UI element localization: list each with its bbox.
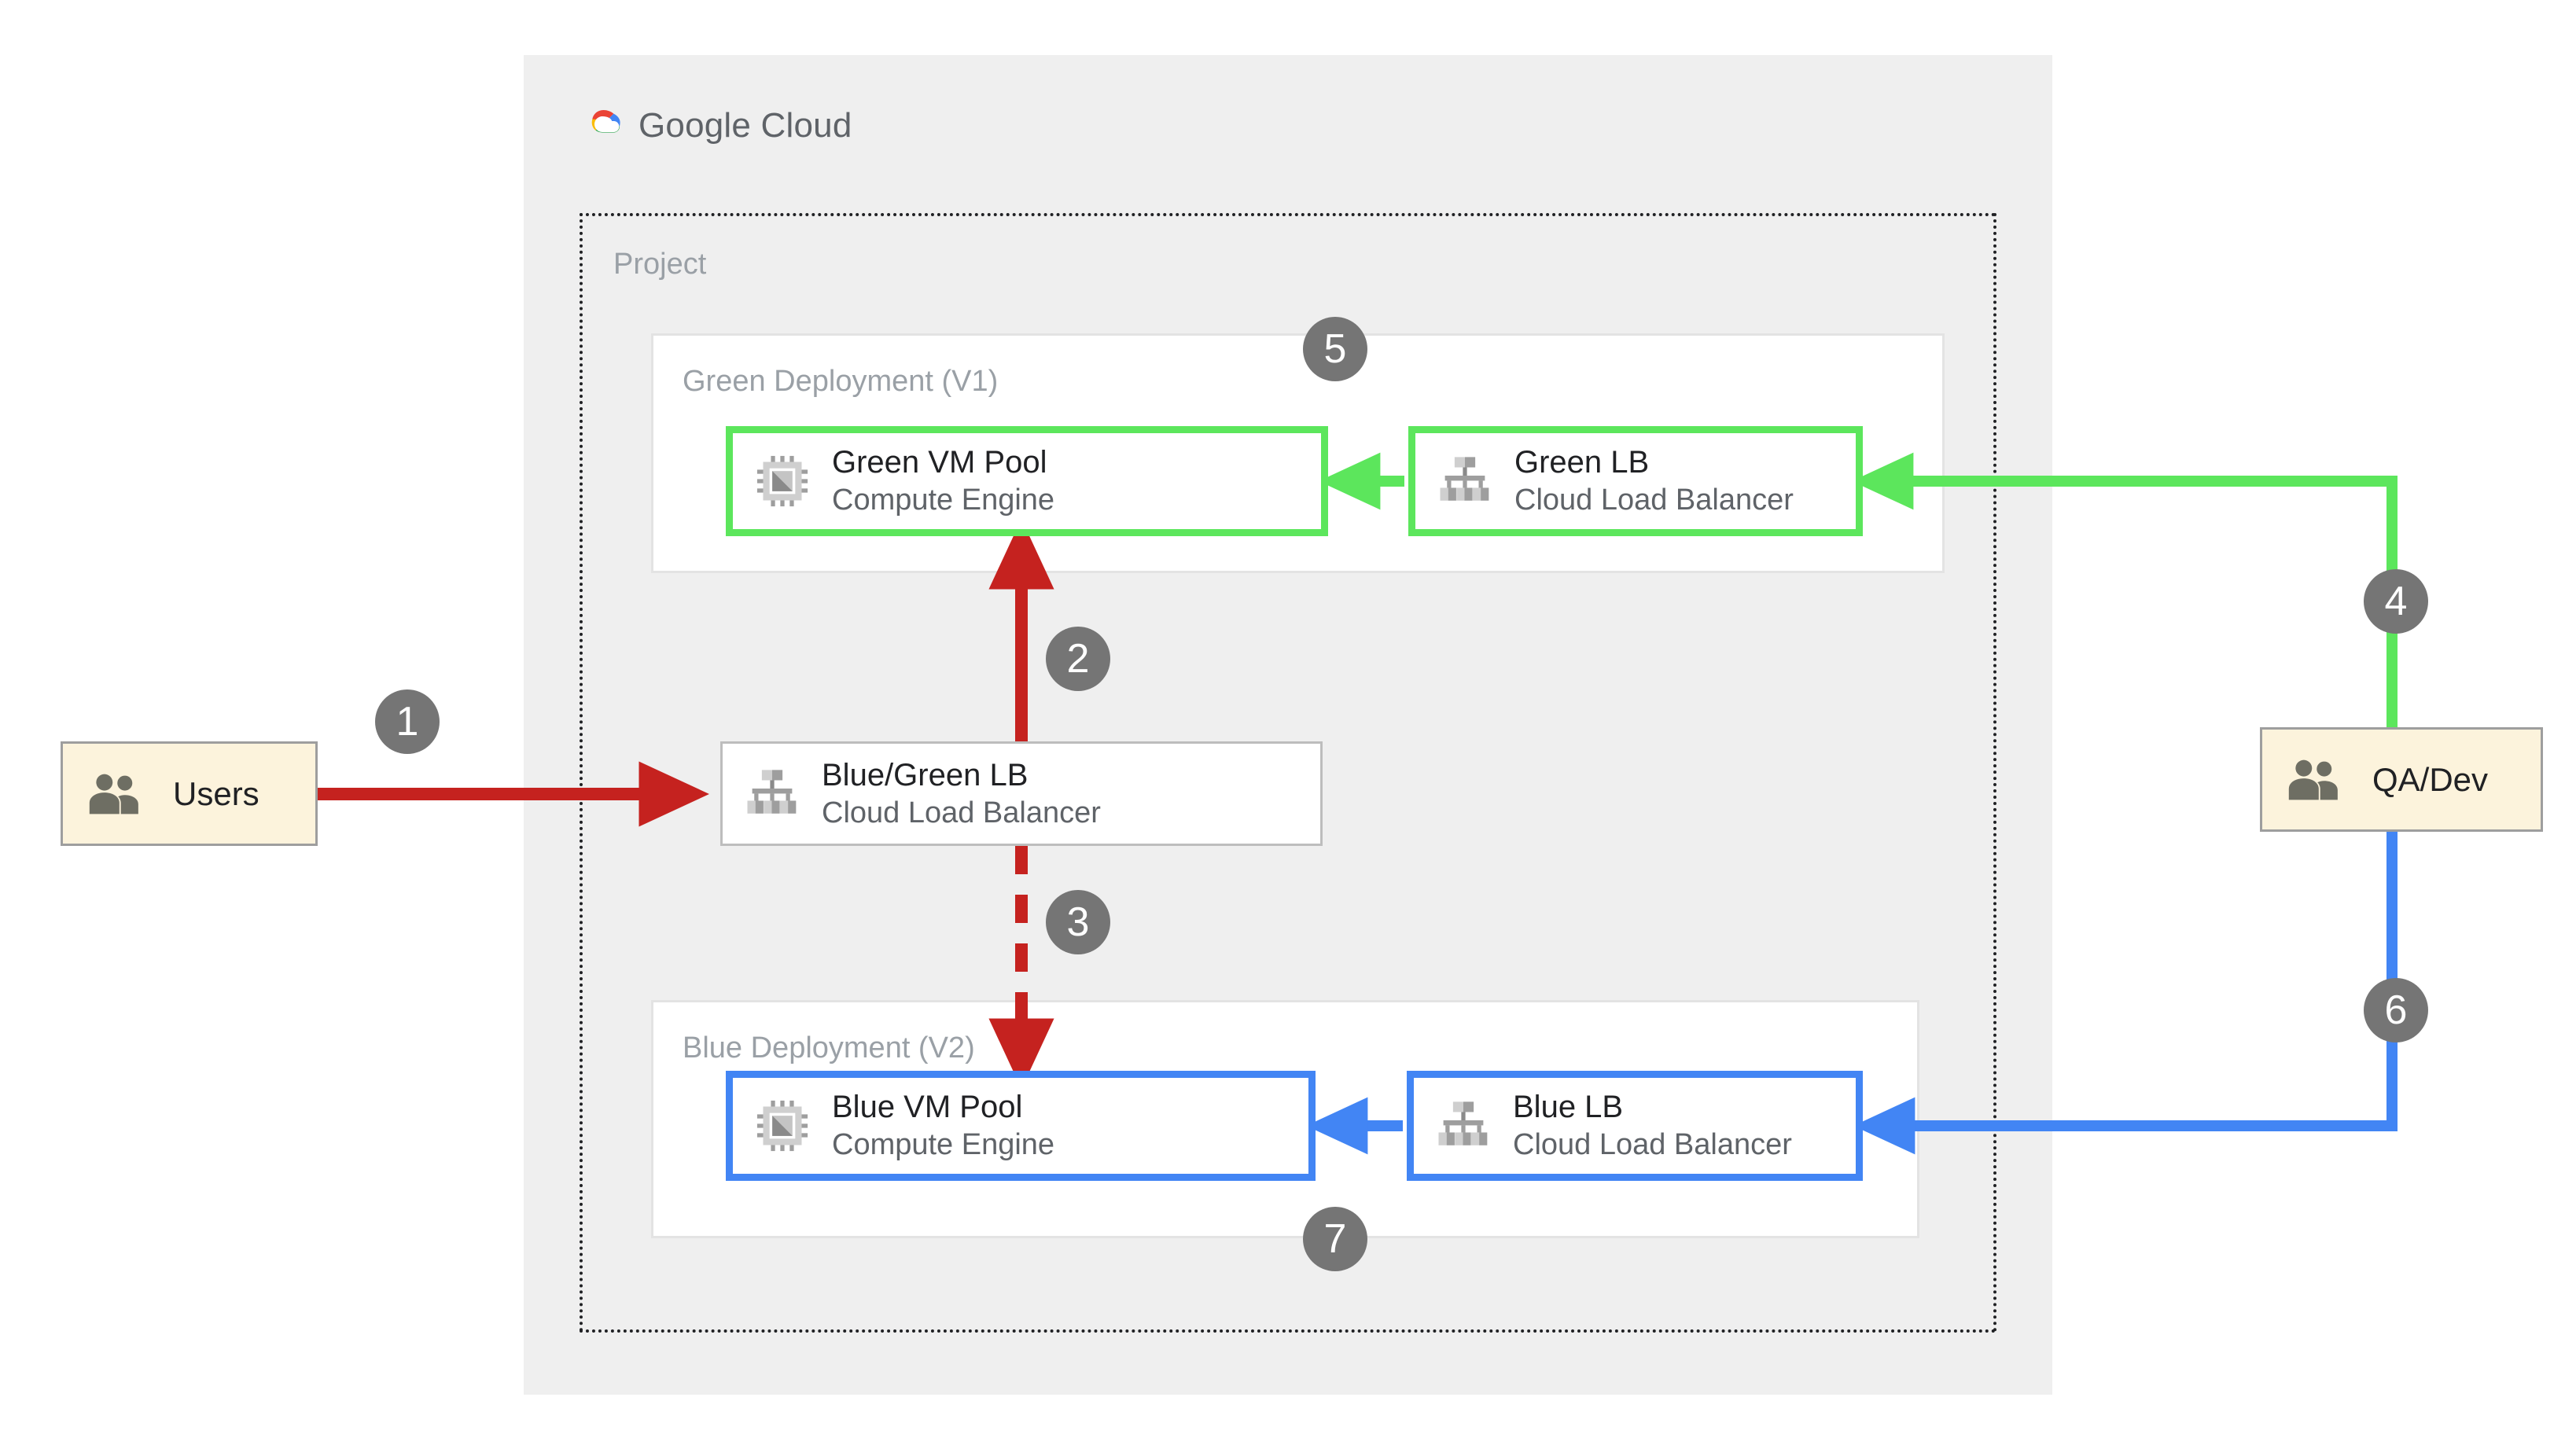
project-label: Project [613, 248, 707, 281]
node-title: Blue LB [1513, 1090, 1624, 1125]
brand-cloud: Cloud [760, 106, 852, 145]
node-blue-lb[interactable]: Blue LB Cloud Load Balancer [1407, 1071, 1863, 1181]
load-balancer-icon [1438, 1101, 1488, 1145]
step-badge-1: 1 [375, 689, 440, 754]
people-group-icon [89, 774, 138, 814]
step-badge-5: 5 [1303, 317, 1367, 381]
actor-label: Users [173, 774, 259, 812]
node-subtitle: Cloud Load Balancer [1513, 1128, 1792, 1162]
node-green-lb[interactable]: Green LB Cloud Load Balancer [1408, 426, 1863, 536]
node-title: Green VM Pool [832, 445, 1047, 480]
google-cloud-logo: Google Cloud [579, 106, 852, 145]
cpu-chip-icon [756, 455, 808, 507]
green-deployment-label: Green Deployment (V1) [683, 365, 999, 398]
load-balancer-icon [1440, 457, 1489, 501]
cpu-chip-icon [756, 1100, 808, 1152]
node-subtitle: Compute Engine [832, 1128, 1055, 1162]
edge-6-qadev-to-blue-lb [1853, 832, 2398, 1155]
step-badge-2: 2 [1046, 627, 1110, 691]
node-bluegreen-lb[interactable]: Blue/Green LB Cloud Load Balancer [720, 741, 1323, 846]
actor-qa-dev[interactable]: QA/Dev [2260, 727, 2543, 832]
step-badge-7: 7 [1303, 1207, 1367, 1271]
google-cloud-wordmark: Google Cloud [638, 106, 852, 145]
node-blue-vm-pool[interactable]: Blue VM Pool Compute Engine [726, 1071, 1316, 1181]
node-title: Blue VM Pool [832, 1090, 1023, 1125]
step-badge-4: 4 [2364, 569, 2428, 634]
node-title: Green LB [1514, 445, 1650, 480]
blue-deployment-label: Blue Deployment (V2) [683, 1031, 975, 1064]
edge-4-qadev-to-green-lb [1851, 452, 2398, 727]
actor-users[interactable]: Users [61, 741, 318, 846]
load-balancer-icon [747, 769, 797, 814]
node-subtitle: Compute Engine [832, 484, 1055, 517]
people-group-icon [2288, 759, 2338, 800]
node-green-vm-pool[interactable]: Green VM Pool Compute Engine [726, 426, 1328, 536]
step-badge-6: 6 [2364, 978, 2428, 1042]
node-subtitle: Cloud Load Balancer [1514, 484, 1794, 517]
google-cloud-logo-icon [591, 110, 620, 133]
brand-google: Google [638, 106, 752, 145]
node-title: Blue/Green LB [822, 757, 1029, 792]
node-subtitle: Cloud Load Balancer [822, 796, 1101, 829]
actor-label: QA/Dev [2372, 760, 2489, 798]
project-boundary [580, 213, 1996, 1333]
step-badge-3: 3 [1046, 890, 1110, 954]
